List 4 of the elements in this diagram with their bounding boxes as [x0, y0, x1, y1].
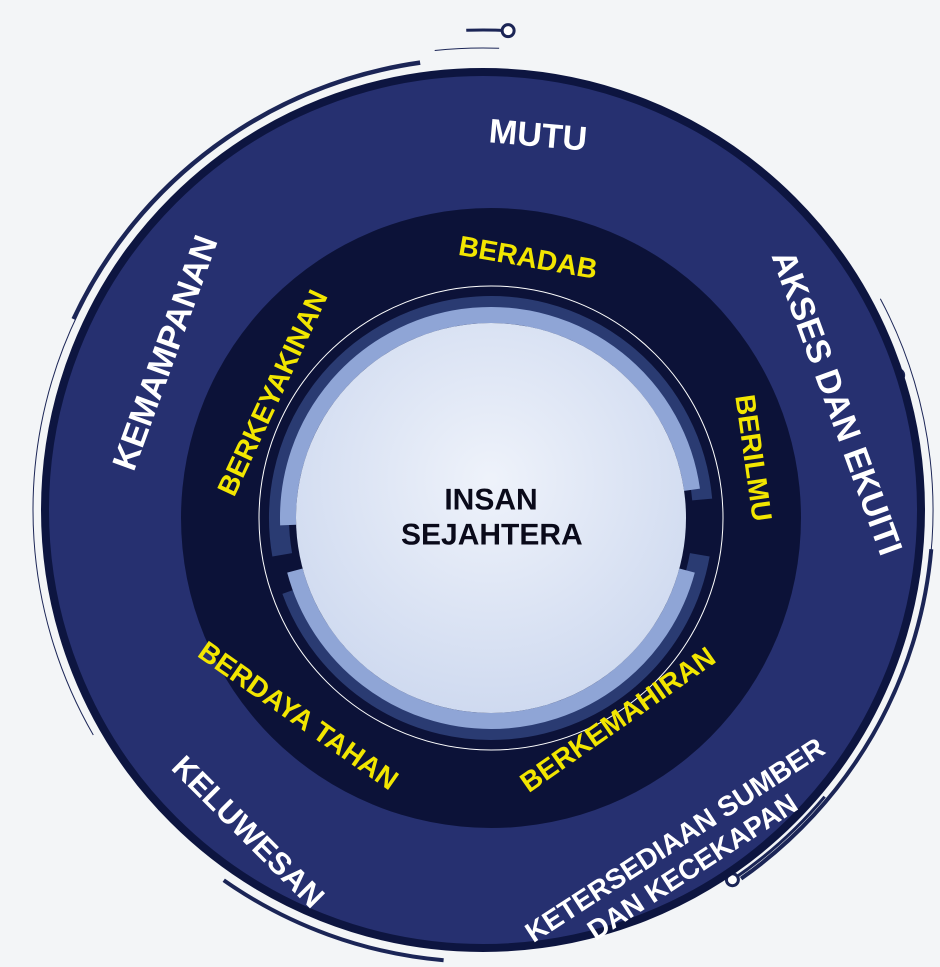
ring-label: MUTU: [487, 112, 589, 160]
value-label: BERILMU: [728, 392, 778, 524]
center-label: INSAN SEJAHTERA: [401, 484, 581, 552]
value-label: BERADAB: [456, 230, 600, 286]
